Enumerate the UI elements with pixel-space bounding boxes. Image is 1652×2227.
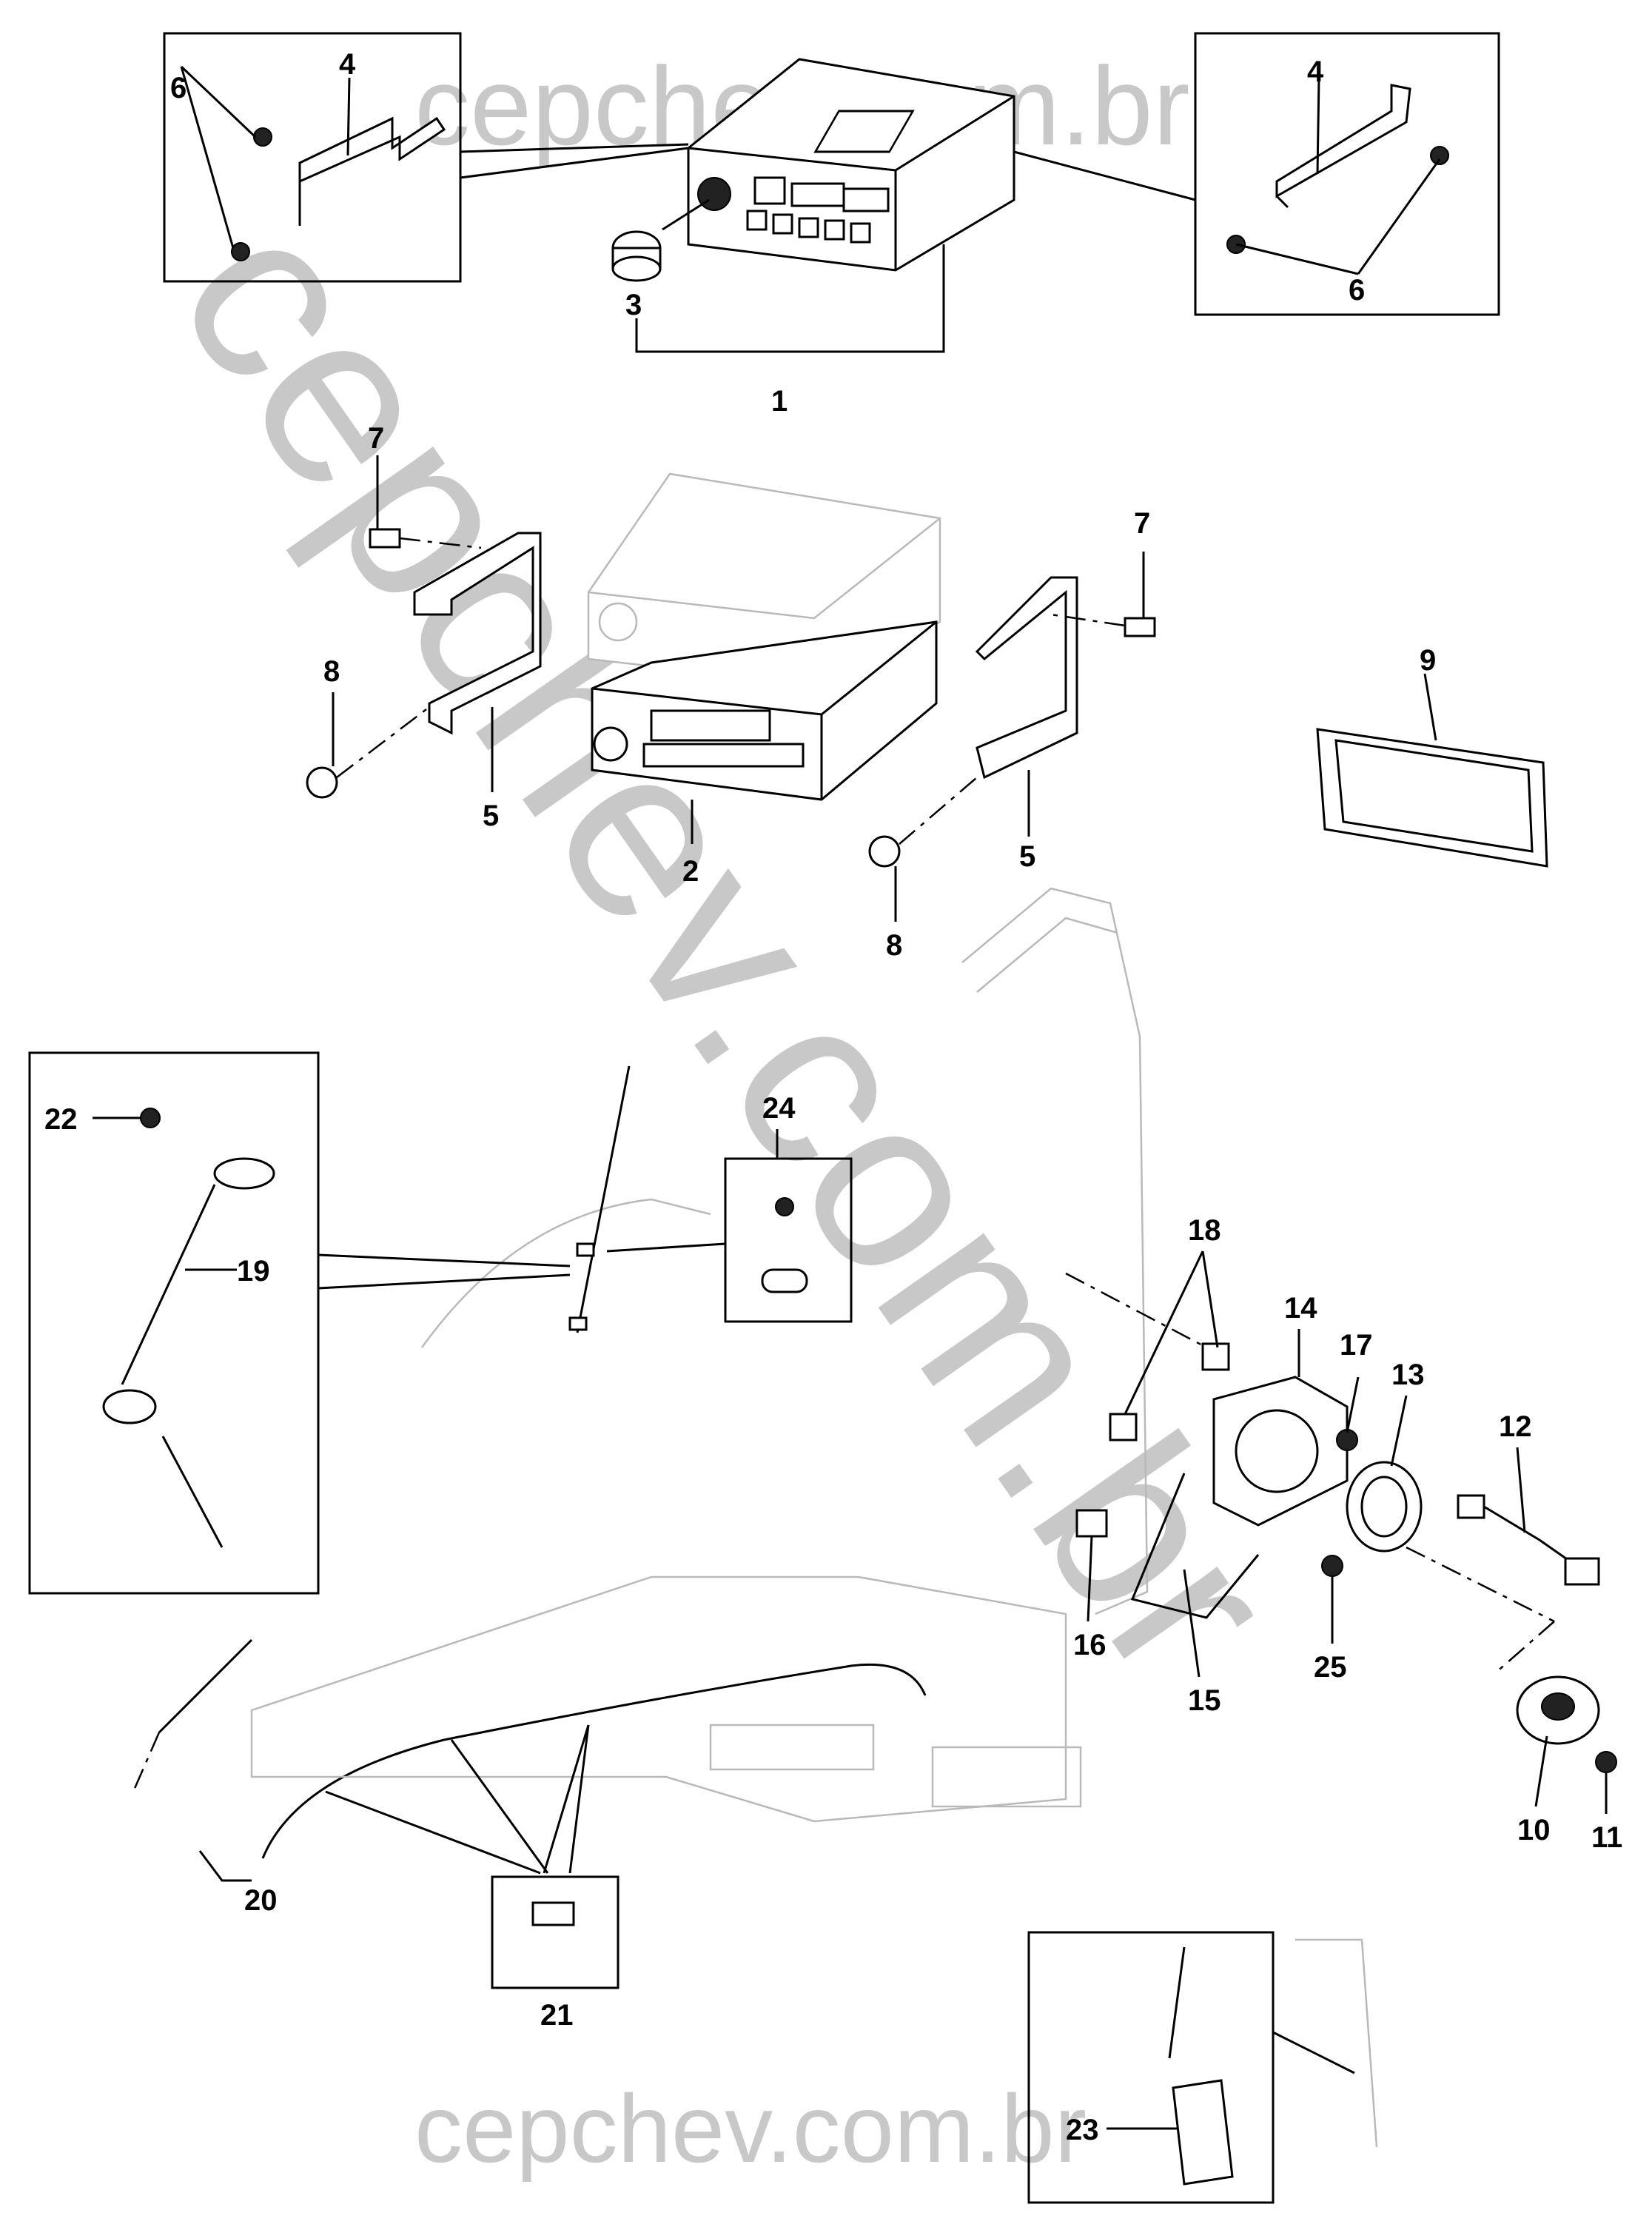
radio-unit-2-ghost xyxy=(587,472,941,686)
screw-7-left xyxy=(369,528,482,549)
screw-25 xyxy=(1321,1555,1343,1577)
callout-14: 14 xyxy=(1284,1292,1317,1325)
callout-6-left: 6 xyxy=(170,72,187,104)
knob-part-3 xyxy=(611,230,662,282)
radio-unit-2 xyxy=(591,620,938,801)
callout-8-left: 8 xyxy=(323,655,340,688)
callout-11: 11 xyxy=(1591,1821,1622,1854)
dashboard-ghost xyxy=(250,1575,1082,1823)
bracket-5-right xyxy=(975,576,1078,780)
callout-20: 20 xyxy=(244,1884,278,1917)
callout-4-left: 4 xyxy=(339,48,356,81)
door-ghost xyxy=(420,887,1149,1615)
screw-17 xyxy=(1336,1429,1358,1451)
callout-12: 12 xyxy=(1499,1410,1532,1443)
callout-23: 23 xyxy=(1066,2114,1099,2146)
callout-22: 22 xyxy=(44,1103,78,1136)
radio-1-buttons xyxy=(746,176,890,244)
callout-19: 19 xyxy=(237,1255,270,1287)
seal-15 xyxy=(1130,1473,1260,1619)
screw-11 xyxy=(1595,1751,1617,1773)
inset-antenna-left xyxy=(28,1051,571,1595)
callout-9: 9 xyxy=(1420,644,1436,677)
callout-5-left: 5 xyxy=(483,800,499,832)
inset-clip-21 xyxy=(325,1724,620,1989)
callout-6-right: 6 xyxy=(1349,274,1365,307)
screw-8-right xyxy=(868,777,978,868)
callout-7-right: 7 xyxy=(1134,507,1150,540)
watermark-bottom: cepchev.com.br xyxy=(414,2074,1087,2183)
inset-23 xyxy=(1027,1931,1378,2204)
inset-bracket-left xyxy=(163,32,689,283)
speaker-10 xyxy=(1516,1675,1600,1745)
callout-8-right: 8 xyxy=(886,929,902,962)
callout-4-right: 4 xyxy=(1307,56,1324,88)
callout-1: 1 xyxy=(771,385,788,418)
callout-24: 24 xyxy=(762,1092,796,1125)
callout-21: 21 xyxy=(540,1999,574,2032)
connector-12 xyxy=(1457,1494,1600,1586)
clip-16 xyxy=(1075,1509,1108,1538)
callout-16: 16 xyxy=(1073,1629,1107,1661)
callout-18: 18 xyxy=(1188,1214,1221,1247)
bracket-5-left xyxy=(413,532,542,735)
callout-5-right: 5 xyxy=(1019,840,1035,873)
radio-unit-1 xyxy=(662,58,1015,272)
screw-8-left xyxy=(306,706,430,799)
inset-24 xyxy=(606,1157,853,1323)
callout-17: 17 xyxy=(1340,1329,1373,1362)
antenna-cable-20 xyxy=(132,1638,927,1882)
nut-18a xyxy=(1201,1342,1230,1371)
callout-labels: 1 2 3 4 4 5 5 6 6 7 7 8 8 9 10 11 12 13 … xyxy=(44,48,1622,2146)
inset-bracket-right xyxy=(1013,32,1500,316)
watermark-diagonal: cepchev.com.br xyxy=(127,170,1330,1725)
antenna xyxy=(568,1065,631,1333)
screw-7-right xyxy=(1050,613,1156,637)
trim-bezel-9 xyxy=(1316,728,1548,868)
callout-15: 15 xyxy=(1188,1684,1221,1717)
speaker-housing-14 xyxy=(1212,1376,1349,1527)
callout-7-left: 7 xyxy=(368,422,384,455)
callout-25: 25 xyxy=(1314,1651,1347,1684)
nut-18b xyxy=(1109,1413,1138,1441)
callout-10: 10 xyxy=(1517,1814,1551,1846)
speaker-ring-13 xyxy=(1346,1461,1423,1553)
callout-13: 13 xyxy=(1391,1359,1425,1391)
callout-3: 3 xyxy=(625,289,642,321)
callout-2: 2 xyxy=(682,855,699,888)
